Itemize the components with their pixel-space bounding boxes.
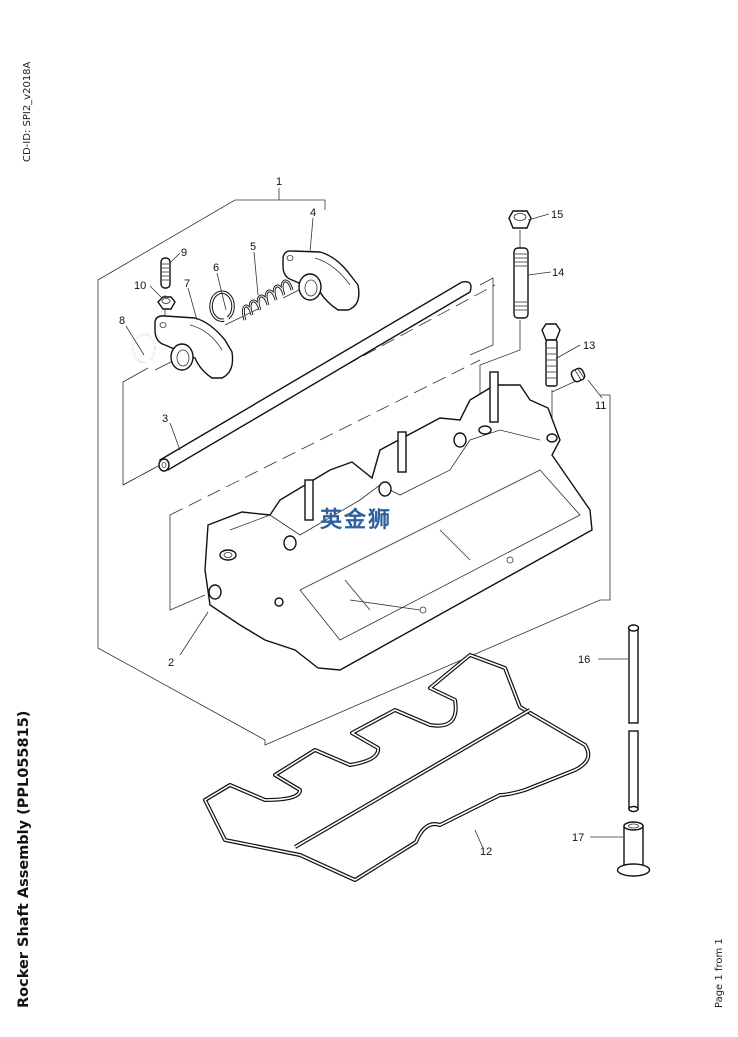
part-rocker-housing [204,371,593,671]
assembly-bracket-1 [97,199,611,746]
callout-14: 14 [552,267,564,279]
part-nut [508,210,532,229]
part-tappet [616,821,651,877]
part-rocker-shaft [158,281,472,472]
part-stud [513,247,529,319]
callout-2: 2 [168,657,174,669]
part-adjusting-screw [160,257,171,289]
leader-lines [125,188,628,849]
part-push-rod [627,624,640,813]
callout-10: 10 [134,280,146,292]
callout-12: 12 [480,846,492,858]
callout-4: 4 [310,207,316,219]
callout-11: 11 [595,400,606,412]
callout-9: 9 [181,247,187,259]
watermark: 英金狮 [320,507,392,533]
part-bolt [541,323,561,387]
part-rocker-arm-4 [282,250,360,311]
callout-16: 16 [578,654,590,666]
callout-13: 13 [583,340,595,352]
part-lock-nut [157,296,176,310]
part-circlip-6 [209,290,235,322]
callout-5: 5 [250,241,256,253]
part-gasket [203,653,591,882]
callout-8: 8 [119,315,125,327]
part-circlip-8 [132,333,156,363]
part-plug [570,367,586,383]
callout-1: 1 [276,176,282,188]
callout-15: 15 [551,209,563,221]
part-spring [242,279,294,321]
callout-3: 3 [162,413,168,425]
part-rocker-arm-7 [154,315,234,379]
callout-6: 6 [213,262,219,274]
callout-7: 7 [184,278,190,290]
callout-17: 17 [572,832,584,844]
